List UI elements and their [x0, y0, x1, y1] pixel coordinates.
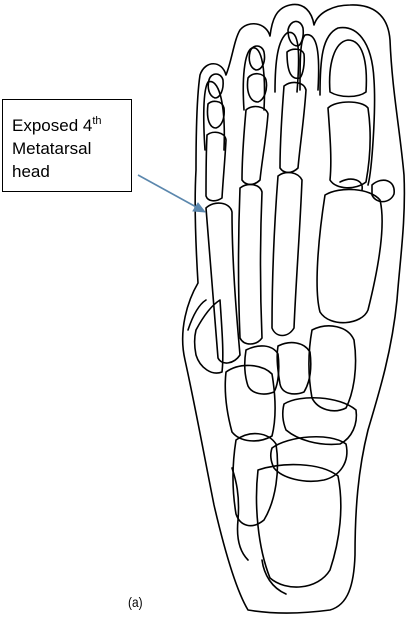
toe-2-outline	[299, 34, 320, 91]
fourth-metatarsal	[205, 202, 241, 364]
first-metatarsal	[316, 188, 383, 324]
calcaneus-heel-line	[261, 559, 287, 595]
callout-label-box: Exposed 4th Metatarsal head	[2, 99, 132, 192]
callout-line-1-text: Exposed 4	[12, 116, 93, 135]
callout-line-1: Exposed 4th	[12, 114, 127, 137]
hallux-outline	[319, 26, 376, 186]
toe-3-outline	[274, 31, 300, 93]
calcaneus	[232, 432, 279, 527]
toe-3-middle	[246, 72, 268, 103]
cuboid	[224, 364, 276, 442]
callout-line-3: head	[12, 162, 50, 181]
toe-2-distal	[287, 20, 305, 47]
second-metatarsal	[271, 171, 303, 337]
sesamoid-1	[371, 179, 395, 203]
toe-4-distal	[207, 73, 224, 99]
medial-cuneiform	[308, 325, 357, 412]
foot-outline	[181, 3, 406, 614]
figure-caption: (a)	[128, 594, 143, 610]
toe-3-proximal	[241, 105, 269, 186]
lateral-cuneiform	[243, 345, 280, 395]
sesamoid-2	[339, 178, 363, 191]
navicular	[281, 396, 358, 446]
callout-line-2: Metatarsal	[12, 139, 92, 158]
lateral-skin-fold	[187, 299, 207, 331]
calcaneus-body	[255, 463, 342, 588]
toe-4-middle	[206, 100, 225, 129]
intermediate-cuneiform	[276, 341, 312, 395]
toe-4-proximal	[205, 131, 227, 202]
toe-2-middle	[286, 48, 306, 80]
toe-2-proximal	[279, 81, 307, 174]
calcaneus-lateral-line	[231, 467, 249, 561]
toe-3-distal	[248, 45, 266, 71]
fifth-metatarsal-styloid	[193, 299, 224, 374]
callout-line-1-superscript: th	[92, 115, 102, 127]
third-metatarsal	[237, 183, 263, 345]
talus-head	[269, 435, 348, 483]
hallux-distal-phalanx	[328, 39, 368, 98]
hallux-proximal-phalanx	[327, 101, 371, 189]
